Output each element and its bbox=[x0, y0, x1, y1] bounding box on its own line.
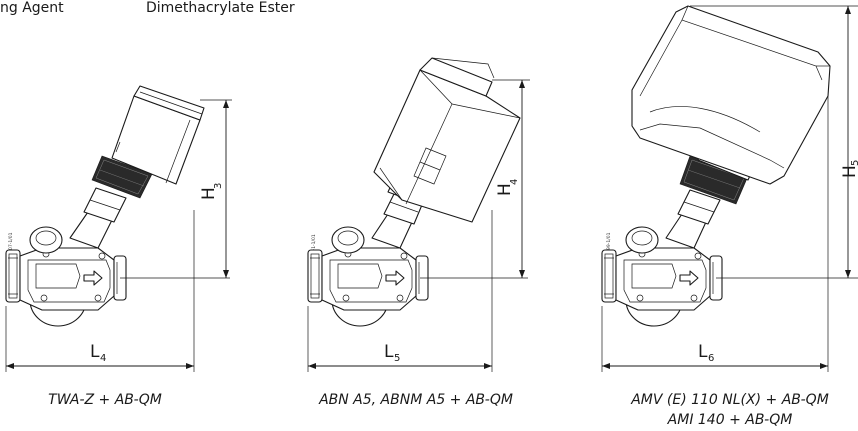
length-dim-index: 4 bbox=[100, 353, 106, 364]
header-fragment-right: Dimethacrylate Ester bbox=[146, 0, 295, 16]
length-dim-symbol: L bbox=[90, 342, 100, 362]
figure-twa-z: MCXD-107-1/01 H 3 bbox=[5, 85, 232, 408]
figure-caption: TWA-Z + AB-QM bbox=[48, 392, 162, 408]
length-dim-index: 6 bbox=[708, 353, 714, 364]
height-dim-index: 3 bbox=[213, 183, 224, 189]
length-dim-symbol: L bbox=[698, 342, 708, 362]
height-dim-symbol: H bbox=[495, 183, 515, 196]
height-dim-symbol: H bbox=[840, 165, 858, 178]
figure-caption-line-1: AMV (E) 110 NL(X) + AB-QM bbox=[630, 392, 829, 408]
length-dim-symbol: L bbox=[384, 342, 394, 362]
length-dim-index: 5 bbox=[394, 353, 400, 364]
height-dim-index: 5 bbox=[850, 160, 858, 166]
height-dim-index: 4 bbox=[509, 179, 520, 185]
figure-amv-110: MCXD-199-1/01 H 5 L 6 AMV bbox=[601, 5, 858, 428]
height-dim-symbol: H bbox=[199, 187, 219, 200]
figure-abn-a5: BY-DQM-1-1/01 H 4 L 5 bbox=[307, 57, 530, 408]
figure-caption-line-2: AMI 140 + AB-QM bbox=[667, 412, 793, 428]
header-fragment-left: ng Agent bbox=[0, 0, 64, 16]
figure-caption: ABN A5, ABNM A5 + AB-QM bbox=[318, 392, 513, 408]
